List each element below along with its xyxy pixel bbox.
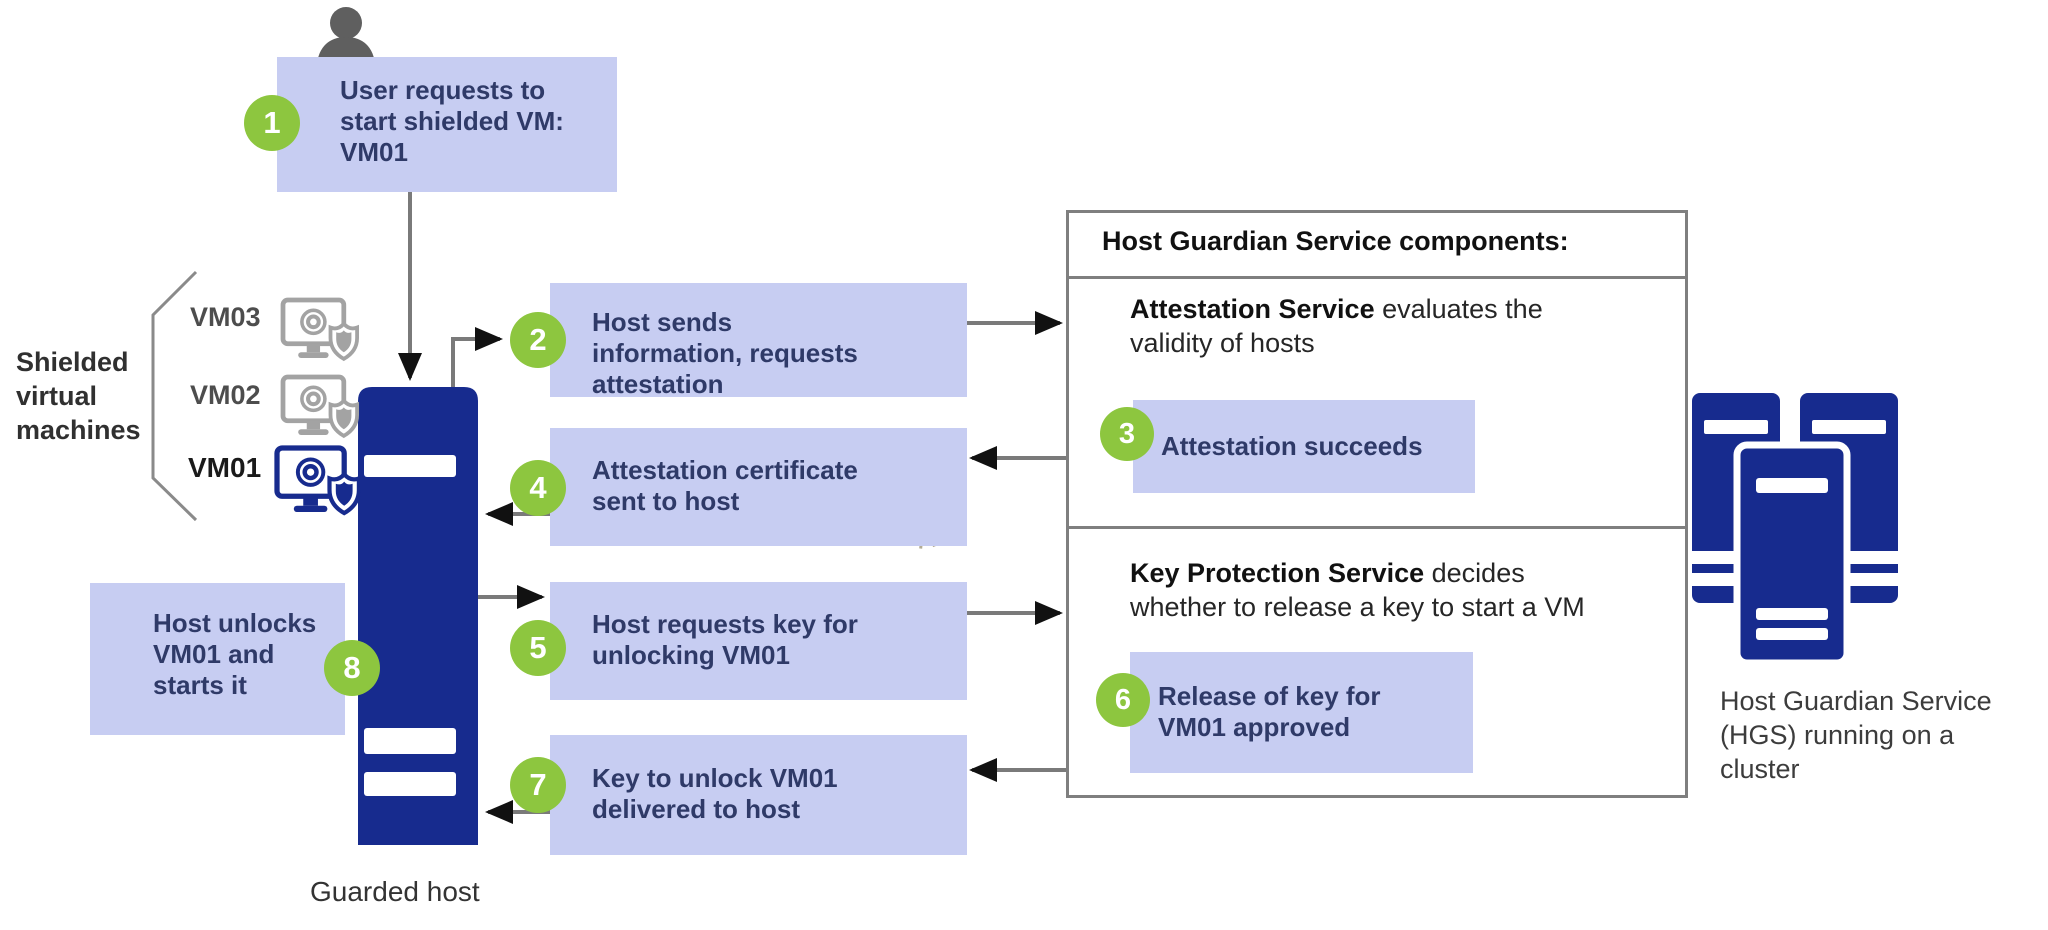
step-4-text: Attestation certificate sent to host	[592, 455, 858, 516]
step-4-box: Attestation certificate sent to host	[550, 428, 967, 546]
vm01-icon	[277, 448, 359, 513]
step-2-badge: 2	[510, 312, 566, 368]
step-7-text: Key to unlock VM01 delivered to host	[592, 763, 838, 824]
step-1-box: User requests to start shielded VM: VM01	[277, 57, 617, 192]
step-6-box: Release of key for VM01 approved	[1130, 652, 1473, 773]
vm03-icon	[283, 300, 357, 359]
step-1-badge: 1	[244, 95, 300, 151]
kps-section-title: Key Protection Service decides whether t…	[1130, 556, 1625, 624]
step-1-text: User requests to start shielded VM: VM01	[340, 75, 564, 167]
vm03-label: VM03	[190, 302, 261, 332]
server-cluster-icon	[1692, 393, 1898, 667]
step-8-box: Host unlocks VM01 and starts it	[90, 583, 345, 735]
step-3-text: Attestation succeeds	[1161, 431, 1423, 461]
shielded-vms-label: Shielded virtual machines	[16, 347, 141, 445]
step-5-box: Host requests key for unlocking VM01	[550, 582, 967, 700]
kps-service-name: Key Protection Service	[1130, 558, 1425, 588]
step-7-badge: 7	[510, 757, 566, 813]
step-8-text: Host unlocks VM01 and starts it	[153, 608, 317, 700]
vm-group-bracket	[151, 270, 198, 522]
vm01-label: VM01	[188, 452, 262, 483]
attestation-section-title: Attestation Service evaluates the validi…	[1130, 292, 1590, 360]
step-3-badge: 3	[1100, 407, 1154, 461]
step-2-text: Host sends information, requests attesta…	[592, 307, 858, 399]
arrow-host-to-step2	[451, 327, 503, 387]
vm02-icon	[283, 377, 357, 436]
hgs-header-divider	[1069, 276, 1685, 279]
attestation-service-desc: evaluates the validity of hosts	[1130, 294, 1543, 358]
step-2-box: Host sends information, requests attesta…	[550, 283, 967, 399]
step-6-text: Release of key for VM01 approved	[1158, 681, 1381, 742]
hgs-cluster-label: Host Guardian Service (HGS) running on a…	[1720, 686, 1992, 784]
hgs-section-divider	[1069, 526, 1685, 529]
step-6-badge: 6	[1096, 673, 1150, 727]
step-5-text: Host requests key for unlocking VM01	[592, 609, 858, 670]
user-icon	[317, 7, 375, 63]
step-7-box: Key to unlock VM01 delivered to host	[550, 735, 967, 855]
kps-service-desc: decides whether to release a key to star…	[1130, 558, 1585, 622]
attestation-service-name: Attestation Service	[1130, 294, 1375, 324]
vm02-label: VM02	[190, 380, 261, 410]
step-5-badge: 5	[510, 620, 566, 676]
step-3-box: Attestation succeeds	[1133, 400, 1475, 493]
hgs-panel-header: Host Guardian Service components:	[1102, 226, 1569, 256]
guarded-host-label: Guarded host	[310, 876, 480, 907]
step-8-badge: 8	[324, 640, 380, 696]
step-4-badge: 4	[510, 460, 566, 516]
server-tower-icon	[358, 387, 478, 845]
